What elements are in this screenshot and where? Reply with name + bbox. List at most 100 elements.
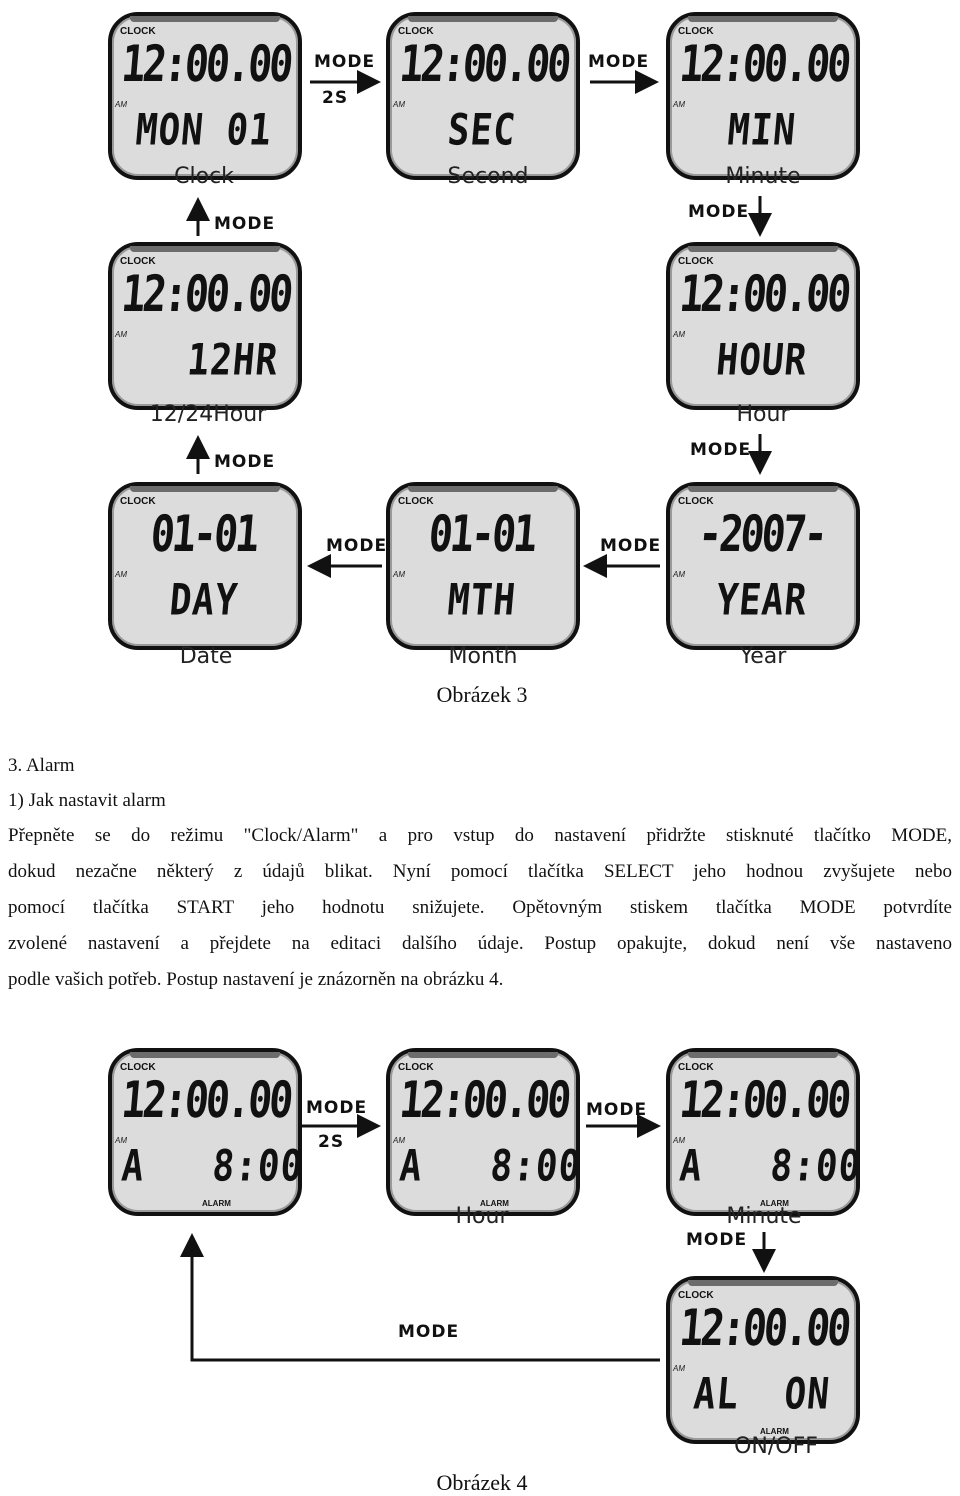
lcd-date: 01-01 — [148, 506, 259, 564]
lcd-bezel — [408, 486, 558, 492]
caption-alarm-minute: Minute — [726, 1204, 802, 1229]
lcd-alarm-time: A 8:00 — [677, 1142, 864, 1192]
section-subheading: 1) Jak nastavit alarm — [8, 790, 166, 811]
lcd-bezel — [688, 1052, 838, 1058]
lcd-year-setting: CLOCK AM -2007- YEAR — [666, 482, 860, 650]
lcd-time: 12:00.00 — [119, 36, 293, 94]
mode-label: MODE — [306, 1098, 368, 1118]
lcd-clock-label: CLOCK — [120, 26, 156, 37]
body-line: podle vašich potřeb. Postup nastavení je… — [8, 969, 504, 990]
lcd-minute-setting: CLOCK AM 12:00.00 MIN — [666, 12, 860, 180]
lcd-am-indicator: AM — [673, 1136, 685, 1145]
mode-label: MODE — [690, 440, 752, 460]
caption-date: Date — [179, 644, 233, 669]
lcd-am-indicator: AM — [115, 1136, 127, 1145]
lcd-bezel — [130, 16, 280, 22]
lcd-am-indicator: AM — [393, 100, 405, 109]
lcd-bezel — [688, 246, 838, 252]
lcd-bezel — [408, 16, 558, 22]
lcd-bezel — [688, 1280, 838, 1286]
lcd-alarm-indicator: ALARM — [760, 1427, 789, 1436]
lcd-alarm-time: A 8:00 — [119, 1142, 306, 1192]
caption-minute: Minute — [725, 164, 801, 189]
lcd-time: 12:00.00 — [677, 1072, 851, 1130]
lcd-secondary: MTH — [445, 576, 519, 626]
hold-2s-label: 2S — [318, 1132, 345, 1152]
caption-alarm-hour: Hour — [455, 1204, 509, 1229]
caption-12-24-hour: 12/24Hour — [149, 402, 267, 427]
lcd-secondary: YEAR — [714, 576, 810, 626]
lcd-clock-mode: CLOCK AM 12:00.00 MON 01 — [108, 12, 302, 180]
mode-label: MODE — [314, 52, 376, 72]
lcd-alarm-status: AL ON — [691, 1370, 833, 1420]
mode-label: MODE — [214, 452, 276, 472]
lcd-secondary: MON 01 — [133, 106, 275, 156]
lcd-clock-label: CLOCK — [398, 26, 434, 37]
lcd-alarm-on-off-setting: CLOCK AM 12:00.00 AL ON ALARM — [666, 1276, 860, 1444]
caption-hour: Hour — [736, 402, 790, 427]
lcd-clock-label: CLOCK — [678, 496, 714, 507]
lcd-time: 12:00.00 — [677, 1300, 851, 1358]
lcd-am-indicator: AM — [115, 570, 127, 579]
caption-month: Month — [448, 644, 518, 669]
mode-label: MODE — [398, 1322, 460, 1342]
lcd-clock-label: CLOCK — [678, 1062, 714, 1073]
lcd-am-indicator: AM — [115, 100, 127, 109]
lcd-clock-label: CLOCK — [120, 1062, 156, 1073]
body-line: Přepněte se do režimu "Clock/Alarm" a pr… — [8, 825, 952, 846]
body-line: pomocí tlačítka START jeho hodnotu snižu… — [8, 897, 952, 918]
lcd-clock-label: CLOCK — [398, 496, 434, 507]
lcd-bezel — [130, 486, 280, 492]
lcd-bezel — [130, 246, 280, 252]
lcd-alarm-display: CLOCK AM 12:00.00 A 8:00 ALARM — [108, 1048, 306, 1216]
lcd-am-indicator: AM — [115, 330, 127, 339]
caption-year: Year — [739, 644, 787, 669]
lcd-time: 12:00.00 — [119, 266, 293, 324]
lcd-alarm-minute-setting: CLOCK AM 12:00.00 A 8:00 ALARM — [666, 1048, 864, 1216]
figure-4-label: Obrázek 4 — [436, 1470, 528, 1495]
lcd-alarm-indicator: ALARM — [202, 1199, 231, 1208]
lcd-am-indicator: AM — [673, 570, 685, 579]
mode-label: MODE — [214, 214, 276, 234]
lcd-am-indicator: AM — [393, 1136, 405, 1145]
lcd-second-setting: CLOCK AM 12:00.00 SEC — [386, 12, 580, 180]
figure-3-label: Obrázek 3 — [436, 682, 528, 707]
lcd-clock-label: CLOCK — [120, 496, 156, 507]
lcd-alarm-indicator: ALARM — [760, 1199, 789, 1208]
arrow-return-icon — [180, 1233, 660, 1362]
lcd-am-indicator: AM — [673, 100, 685, 109]
lcd-time: 12:00.00 — [397, 1072, 571, 1130]
section-heading: 3. Alarm — [8, 755, 75, 776]
body-line: zvolené nastavení a přejdete na editaci … — [8, 933, 952, 954]
lcd-secondary: HOUR — [714, 336, 810, 386]
mode-label: MODE — [586, 1100, 648, 1120]
mode-label: MODE — [600, 536, 662, 556]
lcd-alarm-time: A 8:00 — [397, 1142, 584, 1192]
lcd-secondary: DAY — [167, 576, 241, 626]
lcd-alarm-hour-setting: CLOCK AM 12:00.00 A 8:00 ALARM — [386, 1048, 584, 1216]
mode-label: MODE — [326, 536, 388, 556]
lcd-12-24-setting: CLOCK AM 12:00.00 12HR — [108, 242, 302, 410]
lcd-time: 12:00.00 — [397, 36, 571, 94]
lcd-hour-setting: CLOCK AM 12:00.00 HOUR — [666, 242, 860, 410]
lcd-secondary: SEC — [445, 106, 519, 156]
lcd-clock-label: CLOCK — [678, 1290, 714, 1301]
lcd-date: 01-01 — [426, 506, 537, 564]
lcd-clock-label: CLOCK — [678, 256, 714, 267]
lcd-month-setting: CLOCK AM 01-01 MTH — [386, 482, 580, 650]
lcd-am-indicator: AM — [393, 570, 405, 579]
lcd-alarm-indicator: ALARM — [480, 1199, 509, 1208]
lcd-clock-label: CLOCK — [678, 26, 714, 37]
lcd-am-indicator: AM — [673, 330, 685, 339]
lcd-bezel — [130, 1052, 280, 1058]
lcd-am-indicator: AM — [673, 1364, 685, 1373]
lcd-bezel — [408, 1052, 558, 1058]
lcd-clock-label: CLOCK — [120, 256, 156, 267]
lcd-time: 12:00.00 — [677, 266, 851, 324]
caption-clock: Clock — [174, 164, 234, 189]
lcd-bezel — [688, 486, 838, 492]
lcd-time: 12:00.00 — [677, 36, 851, 94]
lcd-secondary: MIN — [725, 106, 799, 156]
caption-alarm-on-off: ON/OFF — [734, 1434, 818, 1459]
